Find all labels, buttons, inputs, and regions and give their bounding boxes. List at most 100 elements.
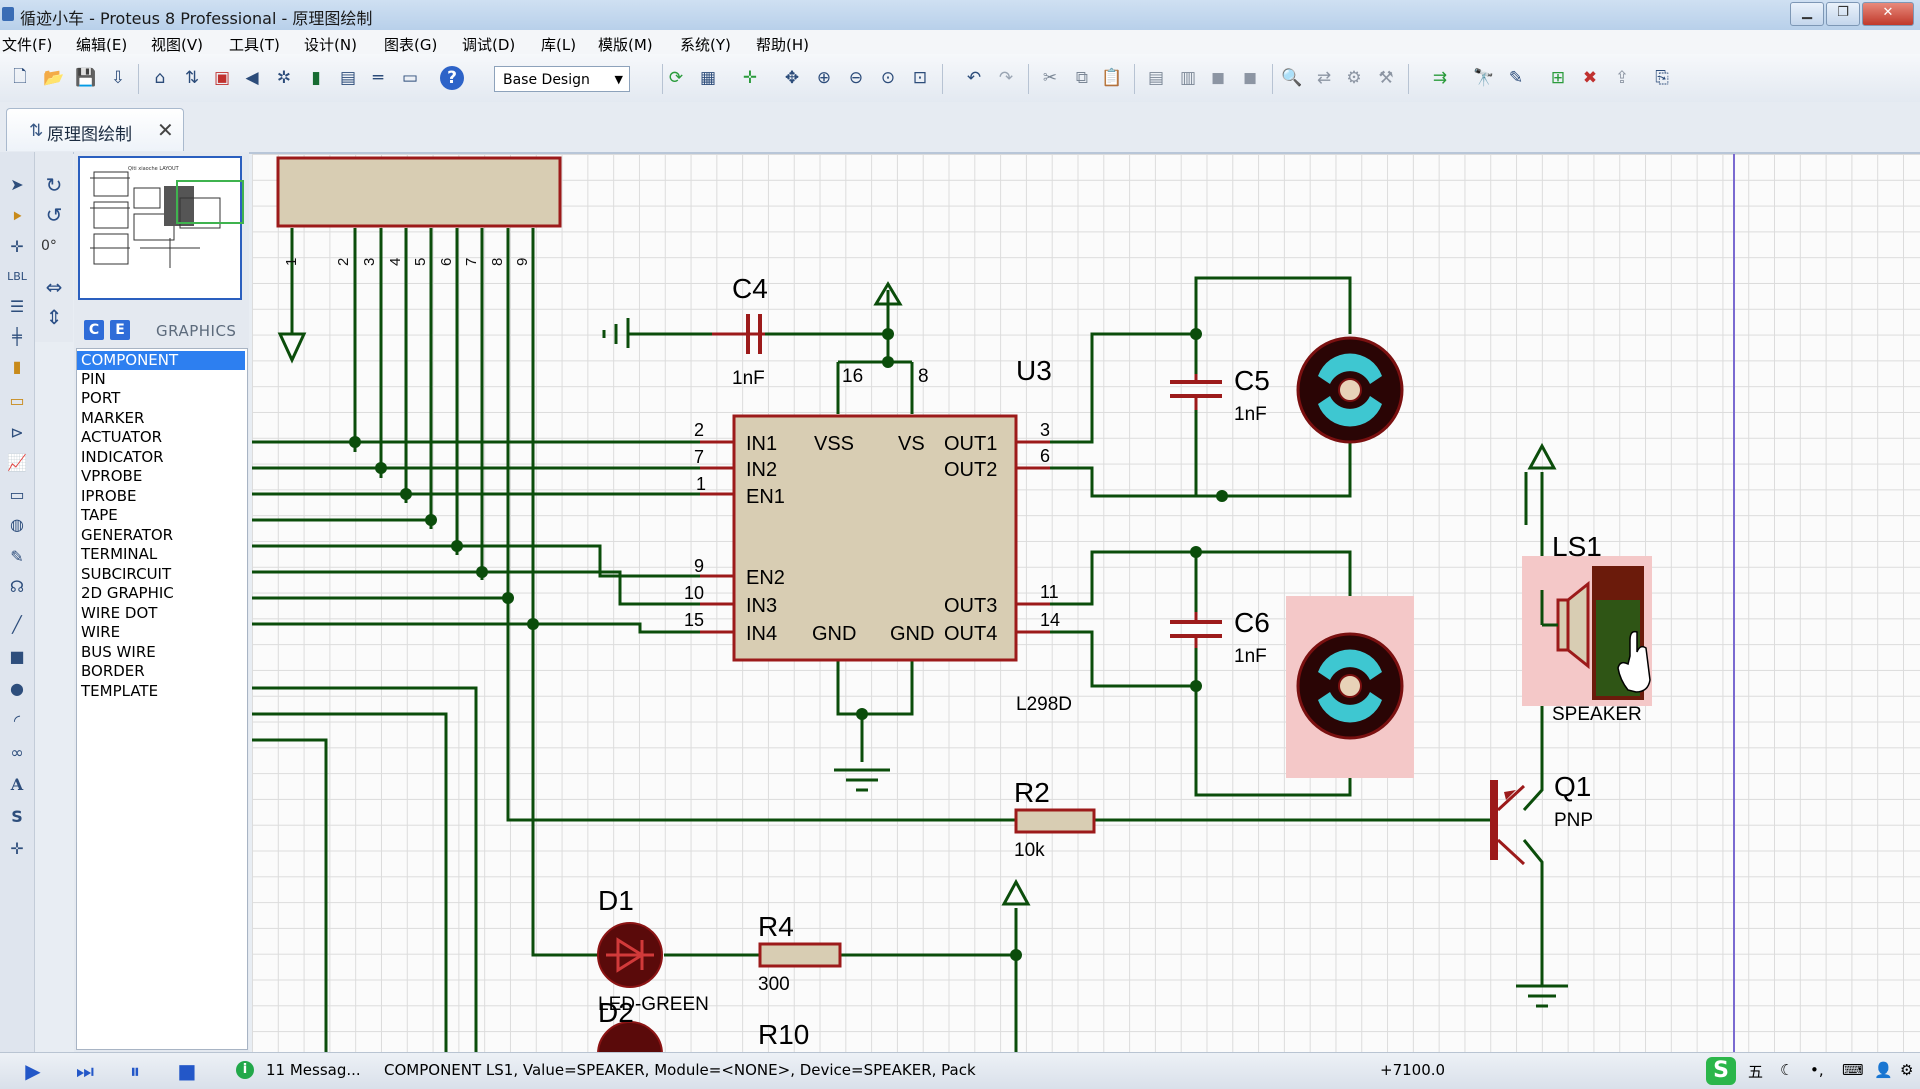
close-tab-icon[interactable]: ✕ [157, 118, 174, 142]
redo-icon[interactable]: ↷ [998, 68, 1014, 88]
menu-tools[interactable]: 工具(T) [229, 36, 280, 54]
mode-item-2d-graphic[interactable]: 2D GRAPHIC [81, 584, 174, 602]
close-icon[interactable]: ✕ [1862, 2, 1914, 26]
rotation-angle[interactable]: 0° [41, 238, 57, 254]
back-icon[interactable]: ◀ [245, 68, 259, 88]
wire-label-icon[interactable]: LBL [7, 270, 27, 283]
moon-icon[interactable]: ☾ [1780, 1061, 1794, 1079]
mode-item-port[interactable]: PORT [81, 389, 121, 407]
pick-device-icon[interactable]: 🔍 [1281, 68, 1303, 88]
zoom-out-icon[interactable]: ⊖ [848, 68, 864, 88]
motor-1[interactable] [1296, 336, 1404, 444]
mode-item-subcircuit[interactable]: SUBCIRCUIT [81, 565, 172, 583]
generator-icon[interactable]: ◍ [10, 515, 24, 534]
new-sheet-icon[interactable]: ⊞ [1550, 68, 1566, 88]
menu-system[interactable]: 系统(Y) [680, 36, 731, 54]
text-script-icon[interactable]: ☰ [9, 297, 25, 316]
minimize-icon[interactable]: ▁ [1790, 2, 1824, 26]
mode-item-wire[interactable]: WIRE [81, 623, 121, 641]
grid-icon[interactable]: ▦ [699, 68, 717, 88]
mirror-x-icon[interactable]: ⇔ [45, 275, 63, 299]
schematic-icon[interactable]: ⇅ [184, 68, 200, 88]
pcb-icon[interactable]: ▣ [213, 68, 231, 88]
arc-tool-icon[interactable]: ◜ [13, 711, 21, 730]
mode-item-wire-dot[interactable]: WIRE DOT [81, 604, 158, 622]
zoom-area-icon[interactable]: ⊡ [912, 68, 928, 88]
cut-icon[interactable]: ✂ [1042, 68, 1058, 88]
capacitor-c5[interactable]: C5 1nF [1170, 365, 1270, 425]
capacitor-c6[interactable]: C6 1nF [1170, 607, 1270, 667]
origin-icon[interactable]: ✛ [742, 68, 758, 88]
property-tool-icon[interactable]: ✎ [1508, 68, 1524, 88]
help-icon[interactable]: ? [440, 66, 464, 90]
led-d1[interactable]: D1 LED-GREEN [597, 885, 709, 1015]
text-tool-icon[interactable]: A [10, 775, 24, 794]
line-tool-icon[interactable]: ╱ [12, 615, 22, 634]
mode-item-pin[interactable]: PIN [81, 370, 106, 388]
block-delete-icon[interactable]: ◼ [1242, 68, 1258, 88]
tab-schematic[interactable]: ⇅ 原理图绘制 ✕ [6, 108, 184, 151]
import-icon[interactable]: ⇩ [110, 68, 126, 88]
mode-item-actuator[interactable]: ACTUATOR [81, 428, 163, 446]
play-icon[interactable]: ▶ [25, 1059, 41, 1083]
mode-item-component[interactable]: COMPONENT [77, 351, 245, 370]
mode-item-iprobe[interactable]: IPROBE [81, 487, 137, 505]
zoom-in-icon[interactable]: ⊕ [816, 68, 832, 88]
ime-logo-icon[interactable]: S [1706, 1057, 1736, 1085]
r10-ref[interactable]: R10 [758, 1019, 809, 1050]
menu-help[interactable]: 帮助(H) [756, 36, 809, 54]
search-icon[interactable]: 🔭 [1473, 68, 1495, 88]
maximize-icon[interactable]: ❐ [1826, 2, 1860, 26]
library-selector-button[interactable]: E [110, 320, 130, 340]
mode-item-vprobe[interactable]: VPROBE [81, 467, 143, 485]
circle-tool-icon[interactable]: ● [10, 679, 24, 698]
block-rotate-icon[interactable]: ◼ [1210, 68, 1226, 88]
bom-icon[interactable]: ▤ [339, 68, 357, 88]
menu-view[interactable]: 视图(V) [151, 36, 203, 54]
new-file-icon[interactable]: 🗋 [13, 66, 27, 87]
pause-icon[interactable]: ⏸ [130, 1059, 140, 1083]
graph-icon[interactable]: 📈 [7, 453, 27, 472]
stop-icon[interactable]: ■ [177, 1059, 197, 1083]
led-d2[interactable]: D2 [597, 997, 663, 1054]
menu-file[interactable]: 文件(F) [2, 36, 53, 54]
notes-icon[interactable]: ▭ [401, 68, 419, 88]
refresh-icon[interactable]: ⟳ [668, 68, 684, 88]
rotate-anticlockwise-icon[interactable]: ↺ [45, 203, 63, 227]
wire-autorouter-icon[interactable]: ⇉ [1432, 68, 1448, 88]
capacitor-c4[interactable]: C4 1nF [602, 273, 768, 389]
gerber-icon[interactable]: ▮ [311, 68, 321, 88]
design-explorer-icon[interactable]: ⎘ [1655, 68, 1669, 88]
punctuation-icon[interactable]: •, [1810, 1061, 1824, 1079]
mode-item-generator[interactable]: GENERATOR [81, 526, 174, 544]
paste-icon[interactable]: 📋 [1101, 68, 1123, 88]
menu-debug[interactable]: 调试(D) [462, 36, 516, 54]
block-move-icon[interactable]: ▥ [1179, 68, 1197, 88]
copy-icon[interactable]: ⧉ [1075, 68, 1089, 88]
subcircuit-icon[interactable]: ▮ [12, 357, 22, 376]
zoom-all-icon[interactable]: ⊙ [880, 68, 896, 88]
info-icon[interactable]: i [236, 1061, 254, 1079]
component-selector-button[interactable]: C [84, 320, 104, 340]
voltage-probe-icon[interactable]: ✎ [10, 547, 24, 566]
resistor-r2[interactable]: R2 10k [1014, 777, 1096, 861]
mirror-y-icon[interactable]: ⇕ [45, 305, 63, 329]
schematic-canvas[interactable]: 1 2 3 4 5 6 7 8 9 C4 1nF U3 L298D [252, 154, 1920, 1054]
undo-icon[interactable]: ↶ [966, 68, 982, 88]
home-icon[interactable]: ⌂ [154, 68, 166, 88]
ic-u3[interactable]: U3 L298D 16 8 VSS VS GND GND IN1 IN2 EN1… [684, 355, 1072, 715]
terminal-icon[interactable]: ▭ [9, 391, 25, 410]
tape-recorder-icon[interactable]: ▭ [9, 485, 25, 504]
keyboard-icon[interactable]: ⌨ [1842, 1061, 1864, 1079]
header-connector[interactable] [276, 156, 562, 228]
message-count[interactable]: 11 Messag... [266, 1061, 361, 1079]
transistor-q1[interactable]: Q1 PNP [1490, 771, 1593, 866]
package-tool-icon[interactable]: ⚙ [1346, 68, 1362, 88]
3d-view-icon[interactable]: ✲ [276, 68, 292, 88]
user-icon[interactable]: 👤 [1874, 1061, 1893, 1079]
menu-template[interactable]: 模版(M) [598, 36, 653, 54]
exit-to-parent-icon[interactable]: ⇪ [1614, 68, 1630, 88]
mode-item-border[interactable]: BORDER [81, 662, 145, 680]
menu-library[interactable]: 库(L) [541, 36, 577, 54]
design-select[interactable]: Base Design▼ [494, 66, 630, 92]
